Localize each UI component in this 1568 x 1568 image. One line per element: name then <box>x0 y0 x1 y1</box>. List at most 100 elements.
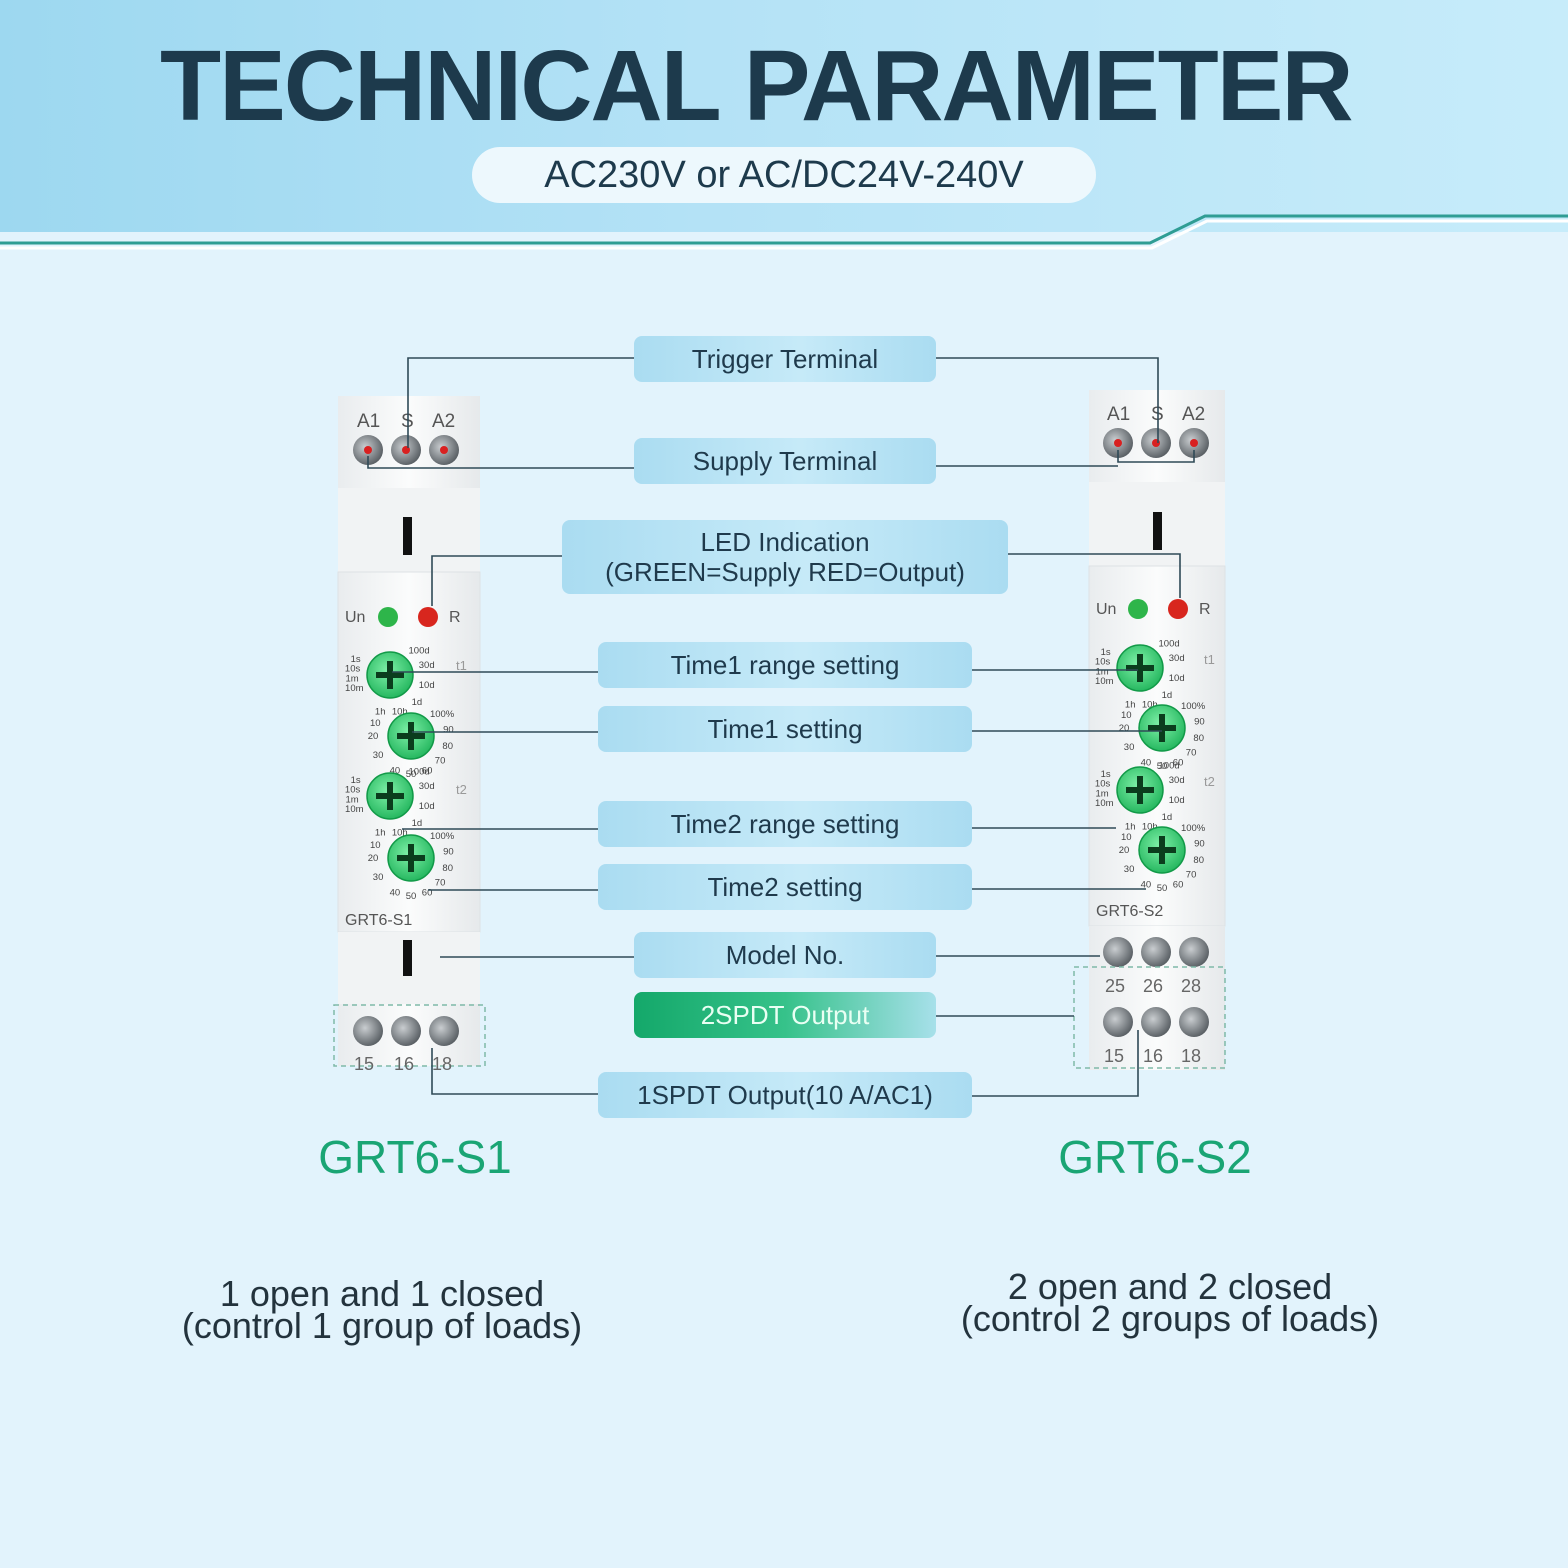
terminal-15-label: 15 <box>354 1054 374 1074</box>
dial-scale-mark: 100d <box>1159 761 1180 772</box>
label-led-indication: LED Indication (GREEN=Supply RED=Output) <box>562 520 1008 594</box>
dial-scale-mark: 1m <box>1095 666 1108 677</box>
label-trigger-terminal: Trigger Terminal <box>634 336 936 382</box>
led-un-label: Un <box>345 609 365 626</box>
dial-scale-mark: 90 <box>1194 838 1205 849</box>
dial-scale-mark: 1h <box>1125 822 1136 833</box>
dial-scale-mark: 1d <box>412 697 423 708</box>
screw-terminal <box>1103 1007 1209 1037</box>
screw-terminal <box>1103 428 1209 458</box>
dial-scale-mark: 30 <box>1124 864 1135 875</box>
dial-scale-mark: 1d <box>1162 812 1173 823</box>
dial-scale-mark: 10s <box>345 784 361 795</box>
dial-scale-mark: 30 <box>373 750 384 761</box>
dial-scale-mark: 70 <box>1186 747 1197 758</box>
knob-tag-t2: t2 <box>456 782 467 797</box>
header-divider <box>0 214 1568 250</box>
description-s1: 1 open and 1 closed (control 1 group of … <box>140 1273 624 1346</box>
terminal-16-label: 16 <box>1143 1046 1163 1066</box>
label-time1-setting: Time1 setting <box>598 706 972 752</box>
dial-scale-mark: 10d <box>419 801 435 812</box>
page-title: TECHNICAL PARAMETER <box>160 30 1354 142</box>
led-r-label: R <box>1199 601 1211 618</box>
label-time2-setting: Time2 setting <box>598 864 972 910</box>
terminal-a2-label: A2 <box>1182 404 1205 425</box>
dial-scale-mark: 20 <box>1119 723 1130 734</box>
led-red-icon <box>418 607 438 627</box>
dial-scale-mark: 90 <box>443 724 454 735</box>
led-un-label: Un <box>1096 601 1116 618</box>
dial-scale-mark: 10h <box>392 828 408 839</box>
model-title-s2: GRT6-S2 <box>1058 1131 1252 1183</box>
model-title-s1: GRT6-S1 <box>318 1131 512 1183</box>
device-model-label: GRT6-S2 <box>1096 903 1163 920</box>
dial-scale-mark: 50 <box>1157 761 1168 772</box>
label-1spdt-output: 1SPDT Output(10 A/AC1) <box>598 1072 972 1118</box>
description-s2-line2: (control 2 groups of loads) <box>960 1298 1380 1339</box>
screw-terminal <box>1103 937 1209 967</box>
dial-scale-mark: 1m <box>345 673 358 684</box>
dial-scale-mark: 10 <box>1121 832 1132 843</box>
label-led-line1: LED Indication <box>700 527 870 557</box>
dial-scale-mark: 100% <box>1181 701 1206 712</box>
terminal-a1-label: A1 <box>357 411 380 432</box>
device-model-label: GRT6-S1 <box>345 912 412 929</box>
voltage-badge: AC230V or AC/DC24V-240V <box>472 147 1096 203</box>
dial-scale-mark: 10m <box>345 683 364 694</box>
dial-scale-mark: 30d <box>419 781 435 792</box>
dial-scale-mark: 40 <box>390 765 401 776</box>
dial-scale-mark: 40 <box>1141 757 1152 768</box>
terminal-a2-label: A2 <box>432 411 455 432</box>
dial-scale-mark: 1s <box>351 654 361 665</box>
description-s2-line1: 2 open and 2 closed <box>1007 1266 1333 1307</box>
dial-scale-mark: 30 <box>1124 742 1135 753</box>
label-2spdt-output: 2SPDT Output <box>634 992 936 1038</box>
dial-scale-mark: 70 <box>1186 869 1197 880</box>
dial-scale-mark: 20 <box>368 731 379 742</box>
leader-lines <box>367 357 1195 1097</box>
dial-scale-mark: 1h <box>375 707 386 718</box>
terminal-16-label: 16 <box>394 1054 414 1074</box>
dial-scale-mark: 1s <box>351 775 361 786</box>
dial-scale-mark: 100% <box>1181 823 1206 834</box>
description-s2: 2 open and 2 closed (control 2 groups of… <box>930 1266 1410 1339</box>
label-model-no: Model No. <box>634 932 936 978</box>
screw-terminal <box>353 435 459 465</box>
terminal-18-label: 18 <box>432 1054 452 1074</box>
dial-scale-mark: 10d <box>419 680 435 691</box>
led-r-label: R <box>449 609 461 626</box>
dial-scale-mark: 20 <box>1119 845 1130 856</box>
dial-scale-mark: 50 <box>406 891 417 902</box>
knob-tag-t1: t1 <box>456 658 467 673</box>
terminal-25-label: 25 <box>1105 976 1125 996</box>
dial-scale-mark: 1h <box>1125 700 1136 711</box>
dial-scale-mark: 30d <box>1169 653 1185 664</box>
dial-scale-mark: 10h <box>1142 700 1158 711</box>
dial-scale-mark: 100d <box>1159 639 1180 650</box>
label-time2-range: Time2 range setting <box>598 801 972 847</box>
screw-terminal <box>353 1016 459 1046</box>
dial-scale-mark: 70 <box>435 877 446 888</box>
dial-scale-mark: 60 <box>422 887 433 898</box>
dial-scale-mark: 10s <box>1095 656 1111 667</box>
terminal-18-label: 18 <box>1181 1046 1201 1066</box>
dial-scale-mark: 1h <box>375 828 386 839</box>
knob-tag-t2: t2 <box>1204 774 1215 789</box>
terminal-a1-label: A1 <box>1107 404 1130 425</box>
dial-scale-mark: 60 <box>1173 879 1184 890</box>
description-s1-line2: (control 1 group of loads) <box>181 1305 583 1346</box>
label-led-line2: (GREEN=Supply RED=Output) <box>605 557 965 587</box>
dial-scale-mark: 80 <box>1193 733 1204 744</box>
dial-scale-mark: 60 <box>422 765 433 776</box>
dial-scale-mark: 40 <box>390 887 401 898</box>
dial-scale-mark: 80 <box>442 741 453 752</box>
description-s1-line1: 1 open and 1 closed <box>219 1273 545 1314</box>
